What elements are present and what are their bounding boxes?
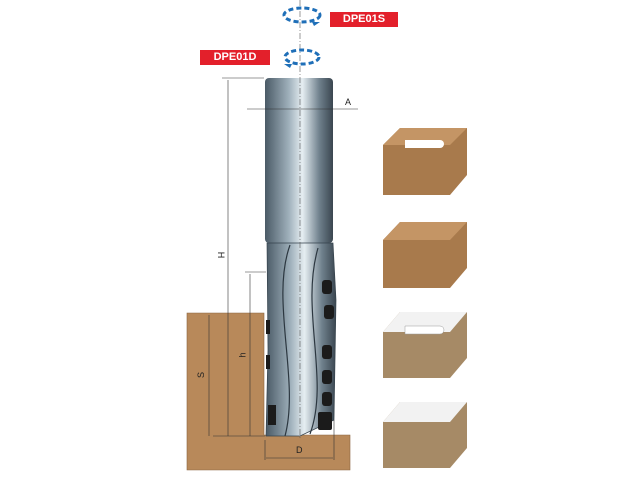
dimension-lines — [208, 77, 358, 460]
carbide-inserts — [266, 280, 334, 430]
shank — [265, 78, 333, 243]
dim-label-a: A — [345, 97, 352, 107]
sample-block-slot-laminate — [383, 312, 467, 378]
dim-label-h-cut: h — [237, 352, 248, 358]
sample-block-rebate-laminate — [383, 402, 467, 468]
sample-block-rebate-wood — [383, 222, 467, 288]
model-tag-dpe01s: DPE01S — [330, 12, 398, 27]
sample-block-slot-wood — [383, 128, 467, 195]
rotation-arrow-icon — [282, 6, 322, 66]
dim-label-h-total: H — [216, 251, 227, 259]
cutting-flutes — [265, 242, 337, 437]
dim-label-d: D — [296, 445, 303, 455]
model-tag-dpe01d: DPE01D — [200, 50, 270, 65]
dim-label-s: S — [196, 371, 207, 379]
